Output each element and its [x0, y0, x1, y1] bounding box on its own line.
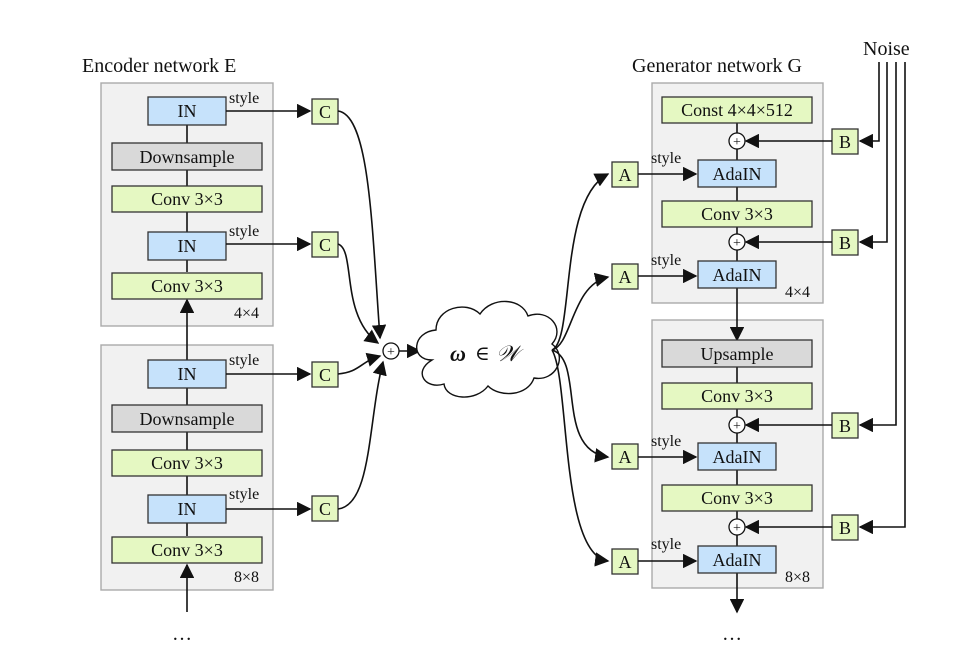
- encoder-in-block-4: [147, 494, 227, 524]
- generator-adain-block-4: [697, 545, 777, 574]
- generator-a-box-2: [611, 263, 639, 290]
- generator-a-label-2: A: [619, 267, 632, 287]
- encoder-in-label-4: IN: [178, 499, 197, 519]
- generator-upsample-block: [661, 339, 813, 368]
- encoder-downsample-block-2: [111, 404, 263, 433]
- encoder-conv-label-1: Conv 3×3: [151, 189, 223, 209]
- generator-sum-symbol-1: +: [733, 135, 741, 150]
- generator-b-label-2: B: [839, 233, 851, 253]
- encoder-c-box-3: [311, 361, 339, 388]
- generator-a-box-1: [611, 161, 639, 188]
- encoder-c-label-1: C: [319, 102, 331, 122]
- encoder-conv-label-4: Conv 3×3: [151, 540, 223, 560]
- encoder-conv-block-2: [111, 272, 263, 300]
- generator-a-box-3: [611, 443, 639, 470]
- latent-in-symbol: ∈: [475, 343, 490, 365]
- c1-to-sum-wire: [337, 110, 387, 340]
- encoder-sum-symbol: +: [387, 345, 395, 360]
- generator-style-label-3: style: [651, 433, 681, 450]
- generator-adain-block-2: [697, 260, 777, 289]
- noise-line-1: [858, 62, 880, 149]
- generator-adain-block-3: [697, 442, 777, 471]
- generator-adain-block-1: [697, 159, 777, 188]
- encoder-conv-block-4: [111, 536, 263, 564]
- encoder-c-box-2: [311, 231, 339, 258]
- generator-const-block: [661, 96, 813, 124]
- encoder-downsample-label-2: Downsample: [140, 409, 235, 429]
- generator-a-label-4: A: [619, 552, 632, 572]
- noise-label: Noise: [863, 38, 910, 60]
- encoder-input-ellipsis: …: [172, 623, 192, 645]
- generator-conv-label-2: Conv 3×3: [701, 386, 773, 406]
- encoder-style-label-2: style: [229, 223, 259, 240]
- encoder-resolution-4x4: 4×4: [234, 305, 259, 322]
- latent-to-a1-wire: [551, 173, 610, 351]
- noise-line-3: [858, 62, 897, 433]
- noise-line-4: [858, 62, 906, 535]
- encoder-style-label-1: style: [229, 90, 259, 107]
- encoder-style-label-3: style: [229, 352, 259, 369]
- encoder-c-box-1: [311, 98, 339, 125]
- encoder-conv-block-1: [111, 185, 263, 213]
- generator-resolution-8x8: 8×8: [785, 569, 810, 586]
- encoder-in-block-2: [147, 231, 227, 261]
- c4-to-sum-wire: [337, 360, 387, 510]
- generator-style-label-2: style: [651, 252, 681, 269]
- encoder-in-block-1: [147, 96, 227, 126]
- encoder-resolution-8x8: 8×8: [234, 569, 259, 586]
- encoder-in-label-3: IN: [178, 364, 197, 384]
- encoder-c-box-4: [311, 495, 339, 522]
- generator-adain-label-4: AdaIN: [713, 550, 762, 570]
- generator-sum-symbol-3: +: [733, 419, 741, 434]
- latent-to-a4-wire: [551, 349, 610, 567]
- generator-a-label-3: A: [619, 447, 632, 467]
- noise-line-2: [858, 62, 888, 250]
- generator-conv-block-3: [661, 484, 813, 512]
- generator-a-label-1: A: [619, 165, 632, 185]
- generator-sum-symbol-4: +: [733, 521, 741, 536]
- generator-b-box-4: [831, 514, 859, 541]
- generator-upsample-label: Upsample: [701, 344, 774, 364]
- generator-b-label-3: B: [839, 416, 851, 436]
- encoder-conv-label-2: Conv 3×3: [151, 276, 223, 296]
- generator-a-box-4: [611, 548, 639, 575]
- encoder-in-label-1: IN: [178, 101, 197, 121]
- generator-b-label-4: B: [839, 518, 851, 538]
- encoder-c-label-2: C: [319, 235, 331, 255]
- generator-b-box-3: [831, 412, 859, 439]
- generator-conv-label-1: Conv 3×3: [701, 204, 773, 224]
- generator-const-label: Const 4×4×512: [681, 100, 793, 120]
- encoder-c-label-4: C: [319, 499, 331, 519]
- encoder-conv-label-3: Conv 3×3: [151, 453, 223, 473]
- latent-cloud: [416, 300, 561, 398]
- generator-resolution-4x4: 4×4: [785, 284, 810, 301]
- generator-style-label-4: style: [651, 536, 681, 553]
- encoder-downsample-label-1: Downsample: [140, 147, 235, 167]
- generator-adain-label-2: AdaIN: [713, 265, 762, 285]
- generator-output-ellipsis: …: [722, 623, 742, 645]
- encoder-conv-block-3: [111, 449, 263, 477]
- encoder-downsample-block-1: [111, 142, 263, 171]
- encoder-c-label-3: C: [319, 365, 331, 385]
- generator-conv-label-3: Conv 3×3: [701, 488, 773, 508]
- generator-conv-block-2: [661, 382, 813, 410]
- generator-b-box-2: [831, 229, 859, 256]
- generator-style-label-1: style: [651, 150, 681, 167]
- encoder-style-label-4: style: [229, 486, 259, 503]
- generator-sum-symbol-2: +: [733, 236, 741, 251]
- generator-b-label-1: B: [839, 132, 851, 152]
- latent-to-a3-wire: [551, 349, 610, 463]
- generator-adain-label-3: AdaIN: [713, 447, 762, 467]
- generator-adain-label-1: AdaIN: [713, 164, 762, 184]
- latent-omega: ω: [450, 341, 466, 366]
- generator-conv-block-1: [661, 200, 813, 228]
- encoder-in-label-2: IN: [178, 236, 197, 256]
- latent-to-a2-wire: [551, 272, 610, 351]
- c3-to-sum-wire: [337, 352, 382, 375]
- c2-to-sum-wire: [337, 243, 380, 344]
- encoder-title: Encoder network E: [82, 55, 236, 77]
- generator-title: Generator network G: [632, 55, 802, 77]
